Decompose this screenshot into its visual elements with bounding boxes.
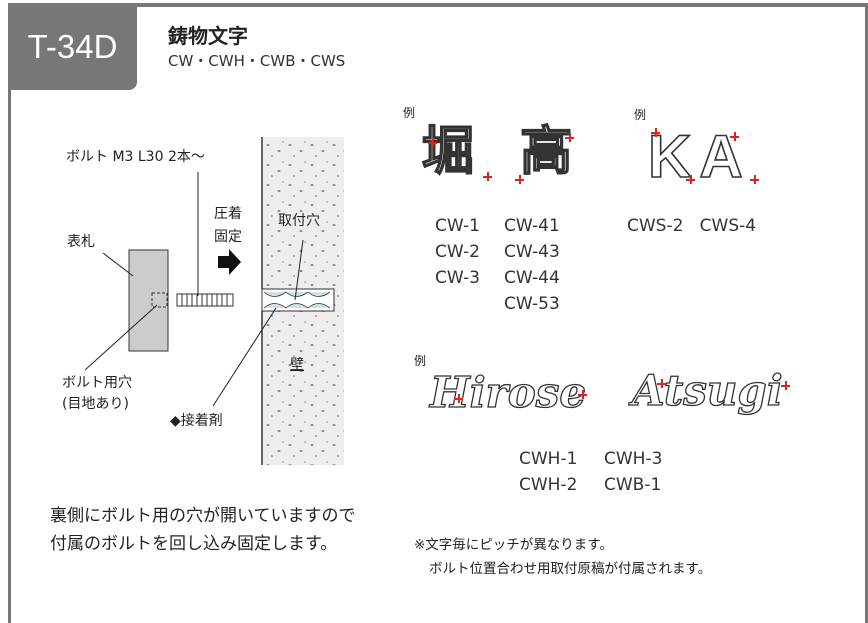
- arrow-right-icon: [218, 249, 241, 275]
- code-cws-2: CWS-2: [627, 216, 684, 236]
- code-cw-3: CW-3: [435, 268, 480, 288]
- example-label: 例: [403, 106, 416, 120]
- product-code-tab: T-34D: [8, 3, 137, 90]
- bolt-hole-label-1: ボルト用穴: [62, 375, 132, 391]
- bolt-mark-icon: [454, 394, 463, 403]
- bolt-hole-label-2: (目地あり): [62, 396, 129, 412]
- wall: [261, 137, 344, 465]
- code-cw-53: CW-53: [504, 294, 560, 314]
- bolt-mark-icon: [750, 175, 759, 184]
- page-frame: [8, 3, 868, 623]
- script-sample-1: Hirose: [429, 368, 587, 417]
- page-title: 鋳物文字: [168, 24, 248, 48]
- bolt: [176, 293, 234, 307]
- bolt-hole: [151, 292, 168, 308]
- code-cwb-1: CWB-1: [604, 475, 662, 495]
- cws-codes: CWS-2 CWS-4: [627, 213, 756, 239]
- bolt-mark-icon: [781, 381, 790, 390]
- press-label-2: 固定: [214, 229, 242, 245]
- script-sample-2: Atsugi: [631, 366, 783, 415]
- nameplate-label: 表札: [67, 234, 95, 250]
- bolt-mark-icon: [483, 172, 492, 181]
- cwh-codes-col1: CWH-1 CWH-2: [519, 446, 577, 498]
- bolt-mark-icon: [651, 128, 660, 137]
- code-cw-1: CW-1: [435, 216, 480, 236]
- latin-sample: KA: [647, 123, 751, 190]
- code-cw-2: CW-2: [435, 242, 480, 262]
- example-label: 例: [414, 354, 427, 368]
- bolt-mark-icon: [730, 132, 739, 141]
- bolt-mark-icon: [565, 133, 574, 142]
- nameplate: [128, 249, 169, 352]
- code-cw-43: CW-43: [504, 242, 560, 262]
- bolt-mark-icon: [657, 379, 666, 388]
- kanji-sample: 堀 高: [421, 122, 587, 182]
- code-cwh-3: CWH-3: [604, 449, 663, 469]
- leader-lines: [84, 172, 304, 407]
- code-cwh-1: CWH-1: [519, 449, 578, 469]
- code-cws-4: CWS-4: [699, 216, 757, 236]
- note-template: ボルト位置合わせ用取付原稿が付属されます。: [429, 561, 712, 577]
- cw-codes-col2: CW-41 CW-43 CW-44 CW-53: [504, 213, 560, 317]
- example-label: 例: [634, 108, 647, 122]
- code-cw-44: CW-44: [504, 268, 560, 288]
- cw-codes-col1: CW-1 CW-2 CW-3: [435, 213, 480, 291]
- bolt-mark-icon: [428, 138, 437, 147]
- wall-label: 壁: [290, 357, 304, 373]
- code-cw-41: CW-41: [504, 216, 560, 236]
- bolt-mark-icon: [515, 175, 524, 184]
- adhesive-label: ◆接着剤: [170, 413, 223, 429]
- notes: ※文字毎にピッチが異なります。 ボルト位置合わせ用取付原稿が付属されます。: [414, 533, 711, 581]
- bolt-mark-icon: [686, 175, 695, 184]
- bolt-label: ボルト M3 L30 2本～: [66, 149, 205, 165]
- press-label-1: 圧着: [214, 206, 242, 222]
- note-pitch: ※文字毎にピッチが異なります。: [414, 537, 613, 553]
- code-cwh-2: CWH-2: [519, 475, 578, 495]
- bolt-mark-icon: [578, 390, 587, 399]
- cwh-codes-col2: CWH-3 CWB-1: [604, 446, 662, 498]
- page-subtitle: CW・CWH・CWB・CWS: [168, 52, 346, 70]
- mount-hole-label: 取付穴: [278, 213, 320, 230]
- description: 裏側にボルト用の穴が開いていますので付属のボルトを回し込み固定します。: [50, 506, 356, 554]
